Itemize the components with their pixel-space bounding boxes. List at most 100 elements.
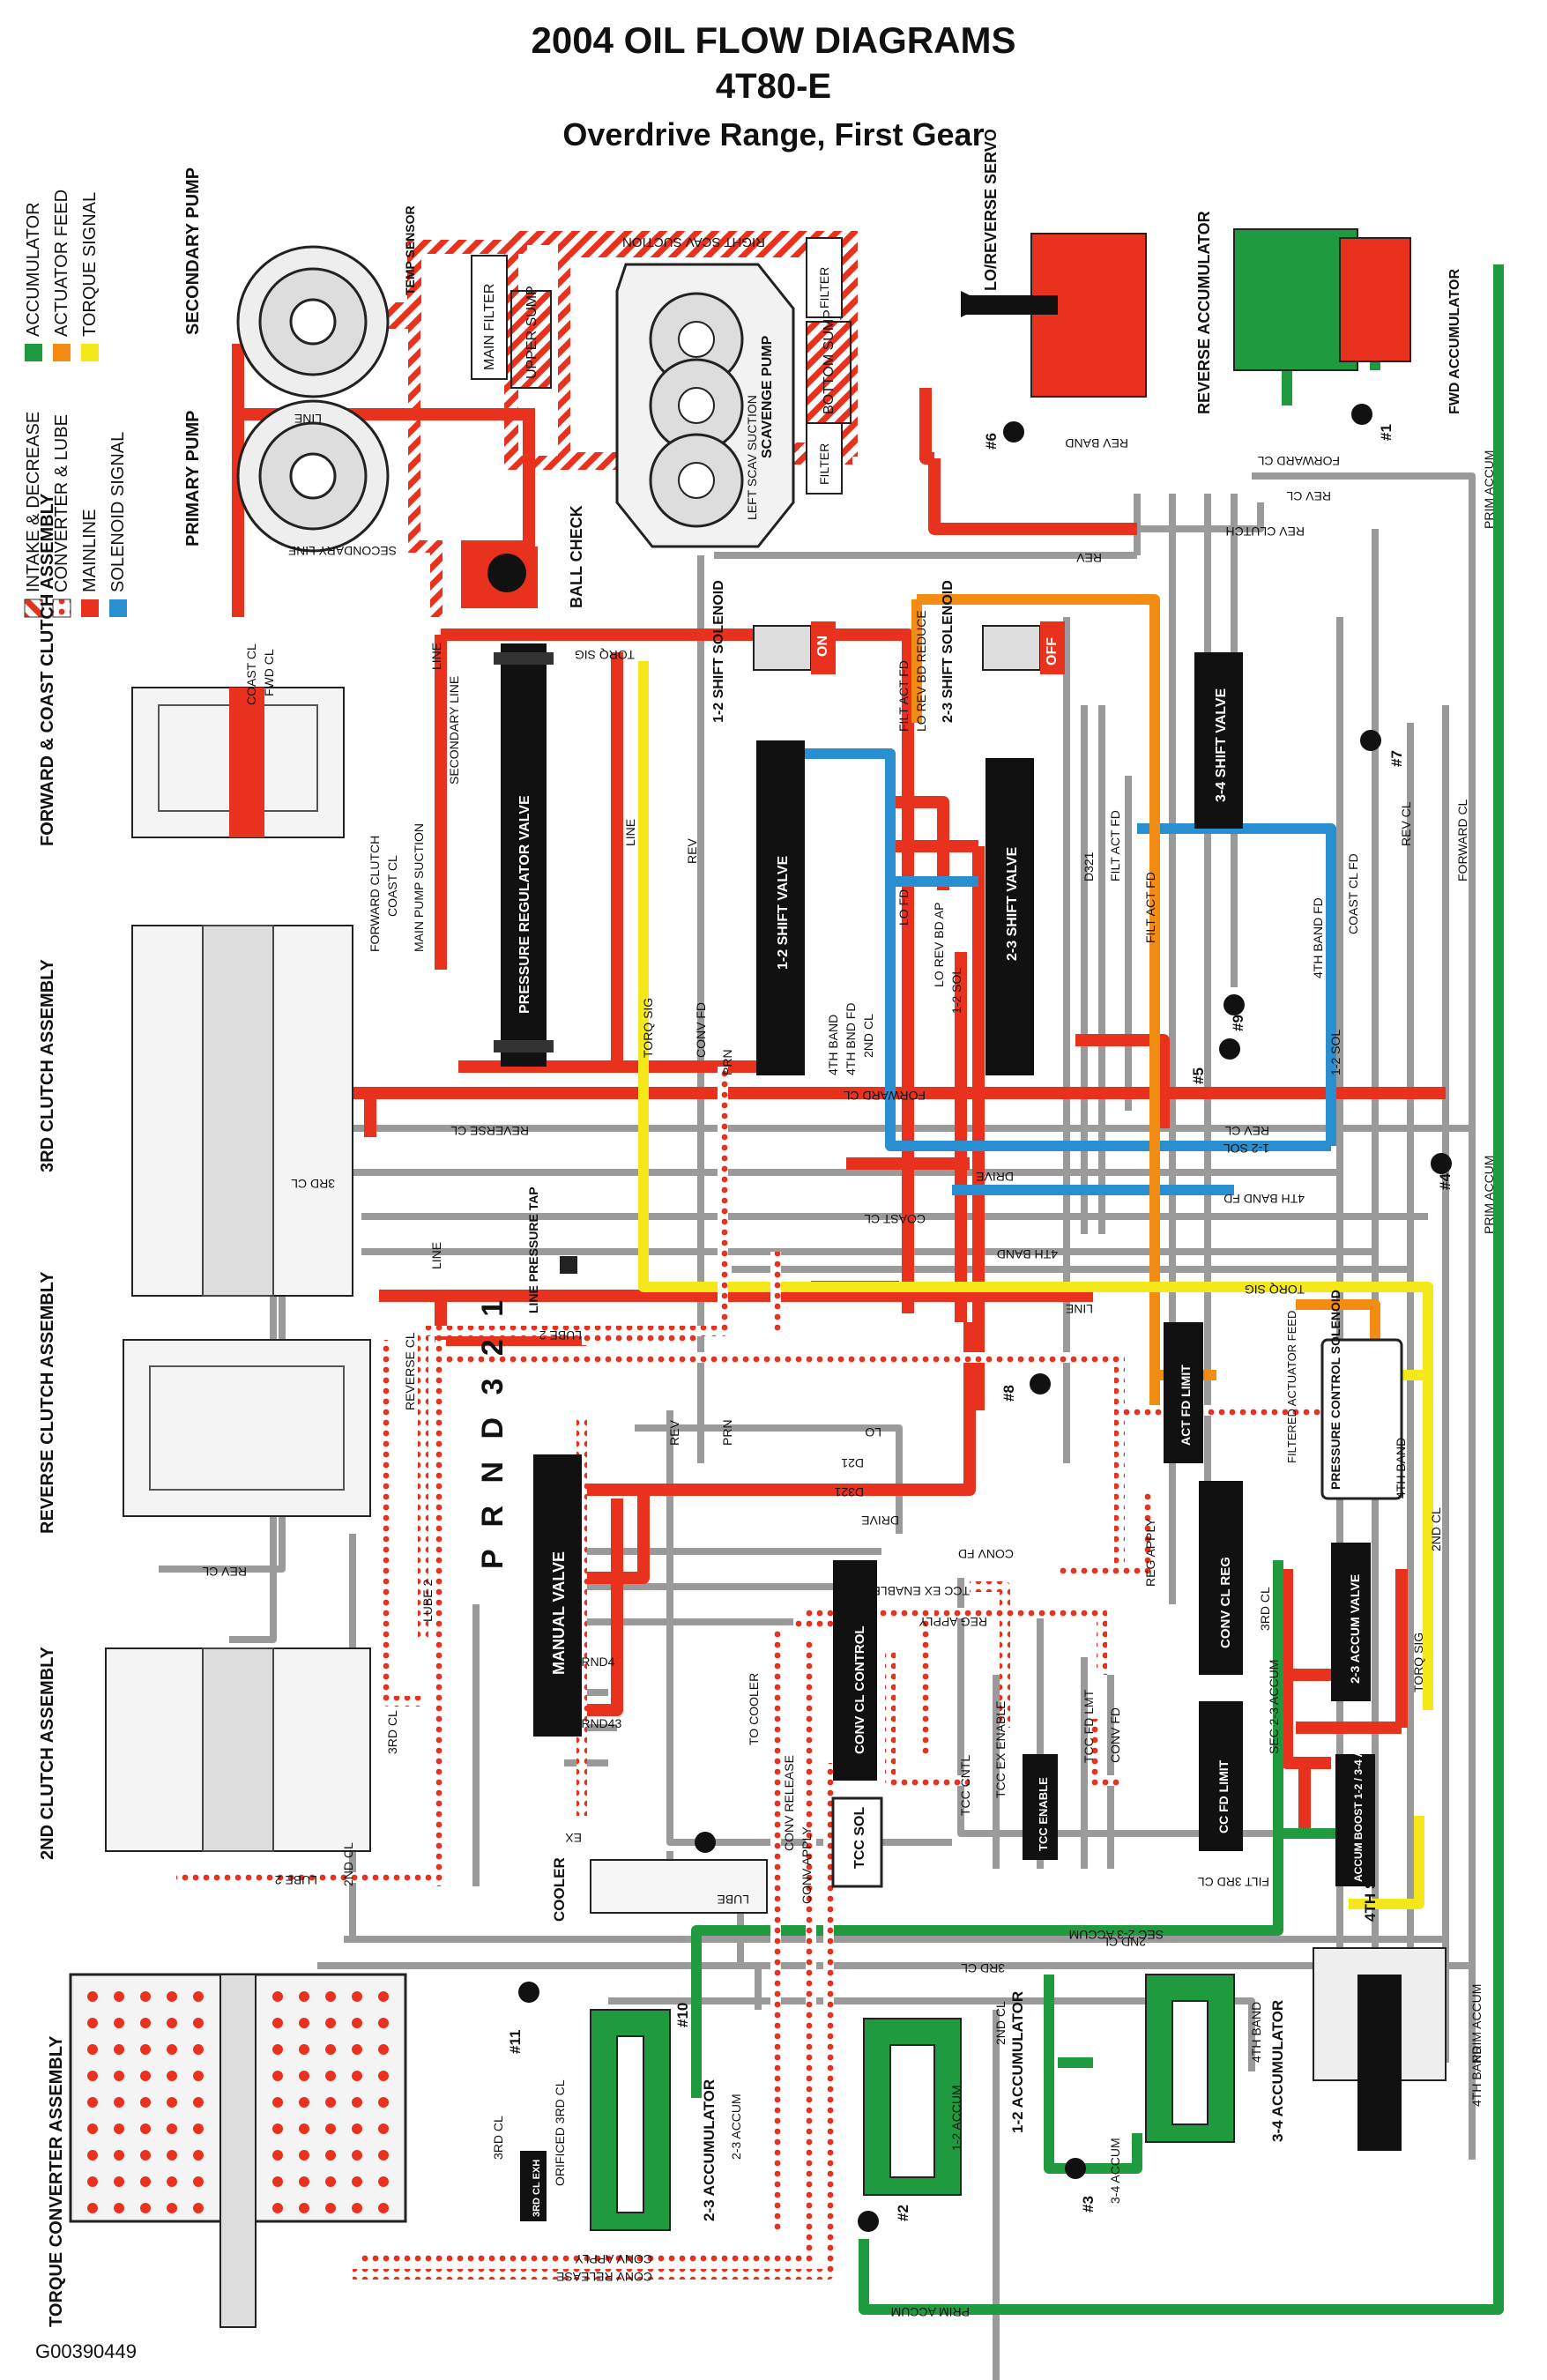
sol-12-label: 1-2 SHIFT SOLENOID xyxy=(711,580,726,723)
sol-12-icon xyxy=(753,625,812,671)
rev-cl-right-label: REV CL xyxy=(1399,801,1413,846)
fourth-band-right-bottom-label: 4TH BAND xyxy=(1469,2046,1484,2107)
pcs-label: PRESSURE CONTROL SOLENOID xyxy=(1328,1290,1342,1490)
accum-boost-valve xyxy=(1335,1754,1375,1886)
bottom-sump xyxy=(806,321,852,424)
lube2-top-label: LUBE 2 xyxy=(539,1328,582,1342)
line-left-vert-label: LINE xyxy=(429,1242,443,1269)
rev-cl-left-label: REV CL xyxy=(202,1565,247,1579)
check-ball-5: #5 xyxy=(1190,1067,1207,1084)
fourth-band-fd-label: 4TH BAND FD xyxy=(1223,1192,1305,1206)
act-fd-limit-label: ACT FD LIMIT xyxy=(1179,1365,1193,1446)
lo-rev-bd-ap-label: LO REV BD AP xyxy=(932,903,946,987)
lo-label: LO xyxy=(865,1425,881,1439)
tcc-ex-enable-vert-label: TCC EX ENABLE xyxy=(993,1701,1008,1798)
bottom-sump-label: BOTTOM SUMP xyxy=(822,309,837,414)
legend-torque-label: TORQUE SIGNAL xyxy=(80,192,100,337)
prim-accum-right-mid-label: PRIM ACCUM xyxy=(1482,1156,1496,1234)
primary-pump-icon xyxy=(236,399,390,553)
legend-swatch-converter xyxy=(52,599,71,618)
cooler-label: COOLER xyxy=(551,1857,568,1922)
act-fd-limit-valve xyxy=(1164,1322,1203,1463)
legend-converter-label: CONVERTER & LUBE xyxy=(52,414,71,592)
prim-accum-bottom-label: PRIM ACCUM xyxy=(891,2305,970,2319)
primary-pump-label: PRIMARY PUMP xyxy=(183,411,203,547)
left-filter-label: FILTER xyxy=(817,443,831,485)
lube2-label: LUBE 2 xyxy=(275,1873,317,1887)
conv-apply-vert-label: CONV APPLY xyxy=(800,1826,814,1904)
forward-cl-top-label: FORWARD CL xyxy=(1257,454,1340,468)
main-pump-suction-label: MAIN PUMP SUCTION xyxy=(412,823,426,952)
tcc-sol-icon xyxy=(831,1796,883,1888)
temp-sensor-label: TEMP SENSOR xyxy=(403,205,417,295)
valve-12-label: 1-2 SHIFT VALVE xyxy=(776,855,791,970)
accum-34-small-label: 3-4 ACCUM xyxy=(1108,2138,1122,2204)
third-cl-mid-vert-label: 3RD CL xyxy=(1258,1587,1272,1631)
d321-label: D321 xyxy=(834,1485,864,1499)
legend-mainline-label: MAINLINE xyxy=(80,509,100,592)
forward-coast-clutch-icon xyxy=(131,687,345,838)
reverse-clutch-label: REVERSE CLUTCH ASSEMBLY xyxy=(38,1271,57,1534)
range-subtitle: Overdrive Range, First Gear xyxy=(562,116,985,152)
legend-swatch-actuator xyxy=(53,344,71,361)
secondary-line-label-top: SECONDARY LINE xyxy=(288,544,397,558)
right-scav-suction-label: RIGHT SCAV SUCTION xyxy=(622,234,765,249)
servo-4th-label: 4TH SERVO xyxy=(1362,1837,1379,1922)
legend-swatch-solenoid xyxy=(109,599,127,617)
legend-swatch-torque xyxy=(81,344,99,361)
drive-mid-label: DRIVE xyxy=(976,1170,1014,1184)
conv-apply-label: CONV APPLY xyxy=(575,2252,652,2266)
sol12-low-label: 1-2 SOL xyxy=(1223,1142,1269,1156)
torq-sig-top-label: TORQ SIG xyxy=(575,648,635,662)
accum-23-valve-label: 2-3 ACCUM VALVE xyxy=(1348,1574,1362,1684)
conv-fd-vert-label: CONV FD xyxy=(694,1002,708,1058)
lube2-vert-label: LUBE 2 xyxy=(420,1580,435,1622)
lo-reverse-servo-label: LO/REVERSE SERVO xyxy=(982,129,1000,291)
fwd-accumulator-label: FWD ACCUMULATOR xyxy=(1447,269,1462,414)
second-cl-left-vert-label: 2ND CL xyxy=(341,1842,355,1886)
line-vert-label: LINE xyxy=(623,819,637,846)
main-filter-label: MAIN FILTER xyxy=(482,284,497,370)
pressure-regulator-valve xyxy=(501,643,547,1067)
accum-12-small-label: 1-2 ACCUM xyxy=(949,2085,963,2151)
third-cl-left-vert-label: 3RD CL xyxy=(385,1710,399,1754)
left-filter xyxy=(806,422,843,495)
legend-swatch-intake xyxy=(24,599,43,618)
fourth-band-vert-label: 4TH BAND xyxy=(826,1015,840,1075)
drive-low-label: DRIVE xyxy=(861,1514,899,1528)
sec-23-accum-vert-label: SEC 2-3 ACCUM xyxy=(1267,1660,1281,1754)
reverse-accumulator xyxy=(1233,228,1358,371)
filt-3rd-cl-label: FILT 3RD CL xyxy=(1198,1875,1269,1889)
fourth-band-right-label: 4TH BAND xyxy=(1394,1438,1408,1499)
line-labels: FORWARD CL REVERSE CL COAST CL 4TH BAND … xyxy=(202,436,1496,2319)
second-cl-low-label: 2ND CL xyxy=(1102,1935,1146,1949)
prim-accum-bottom-right-label: PRIM ACCUM xyxy=(1469,1984,1484,2063)
lube-label: LUBE xyxy=(717,1893,749,1907)
secondary-line-vert-label: SECONDARY LINE xyxy=(447,676,461,785)
valve-12 xyxy=(756,740,805,1075)
check-ball-7: #7 xyxy=(1388,750,1405,767)
rev-cl-mid-label: REV CL xyxy=(1224,1124,1269,1138)
third-cl-low-label: 3RD CL xyxy=(961,1961,1005,1975)
secondary-pump-icon xyxy=(236,245,390,398)
lo-fd-label: LO FD xyxy=(896,889,911,926)
line-label-top: LINE xyxy=(294,412,322,426)
second-clutch-icon xyxy=(105,1647,371,1852)
sol-12-right-label: 1-2 SOL xyxy=(1328,1030,1342,1075)
cc-fd-limit-label: CC FD LIMIT xyxy=(1216,1759,1231,1833)
accum-boost-label: ACCUM BOOST 1-2 / 3-4 ACC xyxy=(1352,1734,1365,1882)
tcc-cntl-label: TCC CNTL xyxy=(958,1755,972,1816)
page-title: 2004 OIL FLOW DIAGRAMS xyxy=(531,19,1016,61)
second-cl-bottom-label: 2ND CL xyxy=(993,2001,1008,2045)
reg-apply-label: REG APPLY xyxy=(919,1615,987,1629)
torq-sig-vert-label: TORQ SIG xyxy=(641,998,655,1058)
accum-23-valve xyxy=(1331,1543,1371,1701)
forward-clutch-vert-label: FORWARD CLUTCH xyxy=(368,836,382,952)
upper-sump xyxy=(510,290,552,389)
fourth-band-bottom-label: 4TH BAND xyxy=(1249,2002,1263,2063)
actuator-fd-label: ACTUATOR FD xyxy=(1161,1342,1175,1428)
ball-check-icon xyxy=(487,554,526,592)
prn-vert-label: PRN xyxy=(720,1049,734,1075)
second-cl-right-label: 2ND CL xyxy=(1429,1507,1443,1551)
reverse-cl-label: REVERSE CL xyxy=(450,1124,529,1138)
